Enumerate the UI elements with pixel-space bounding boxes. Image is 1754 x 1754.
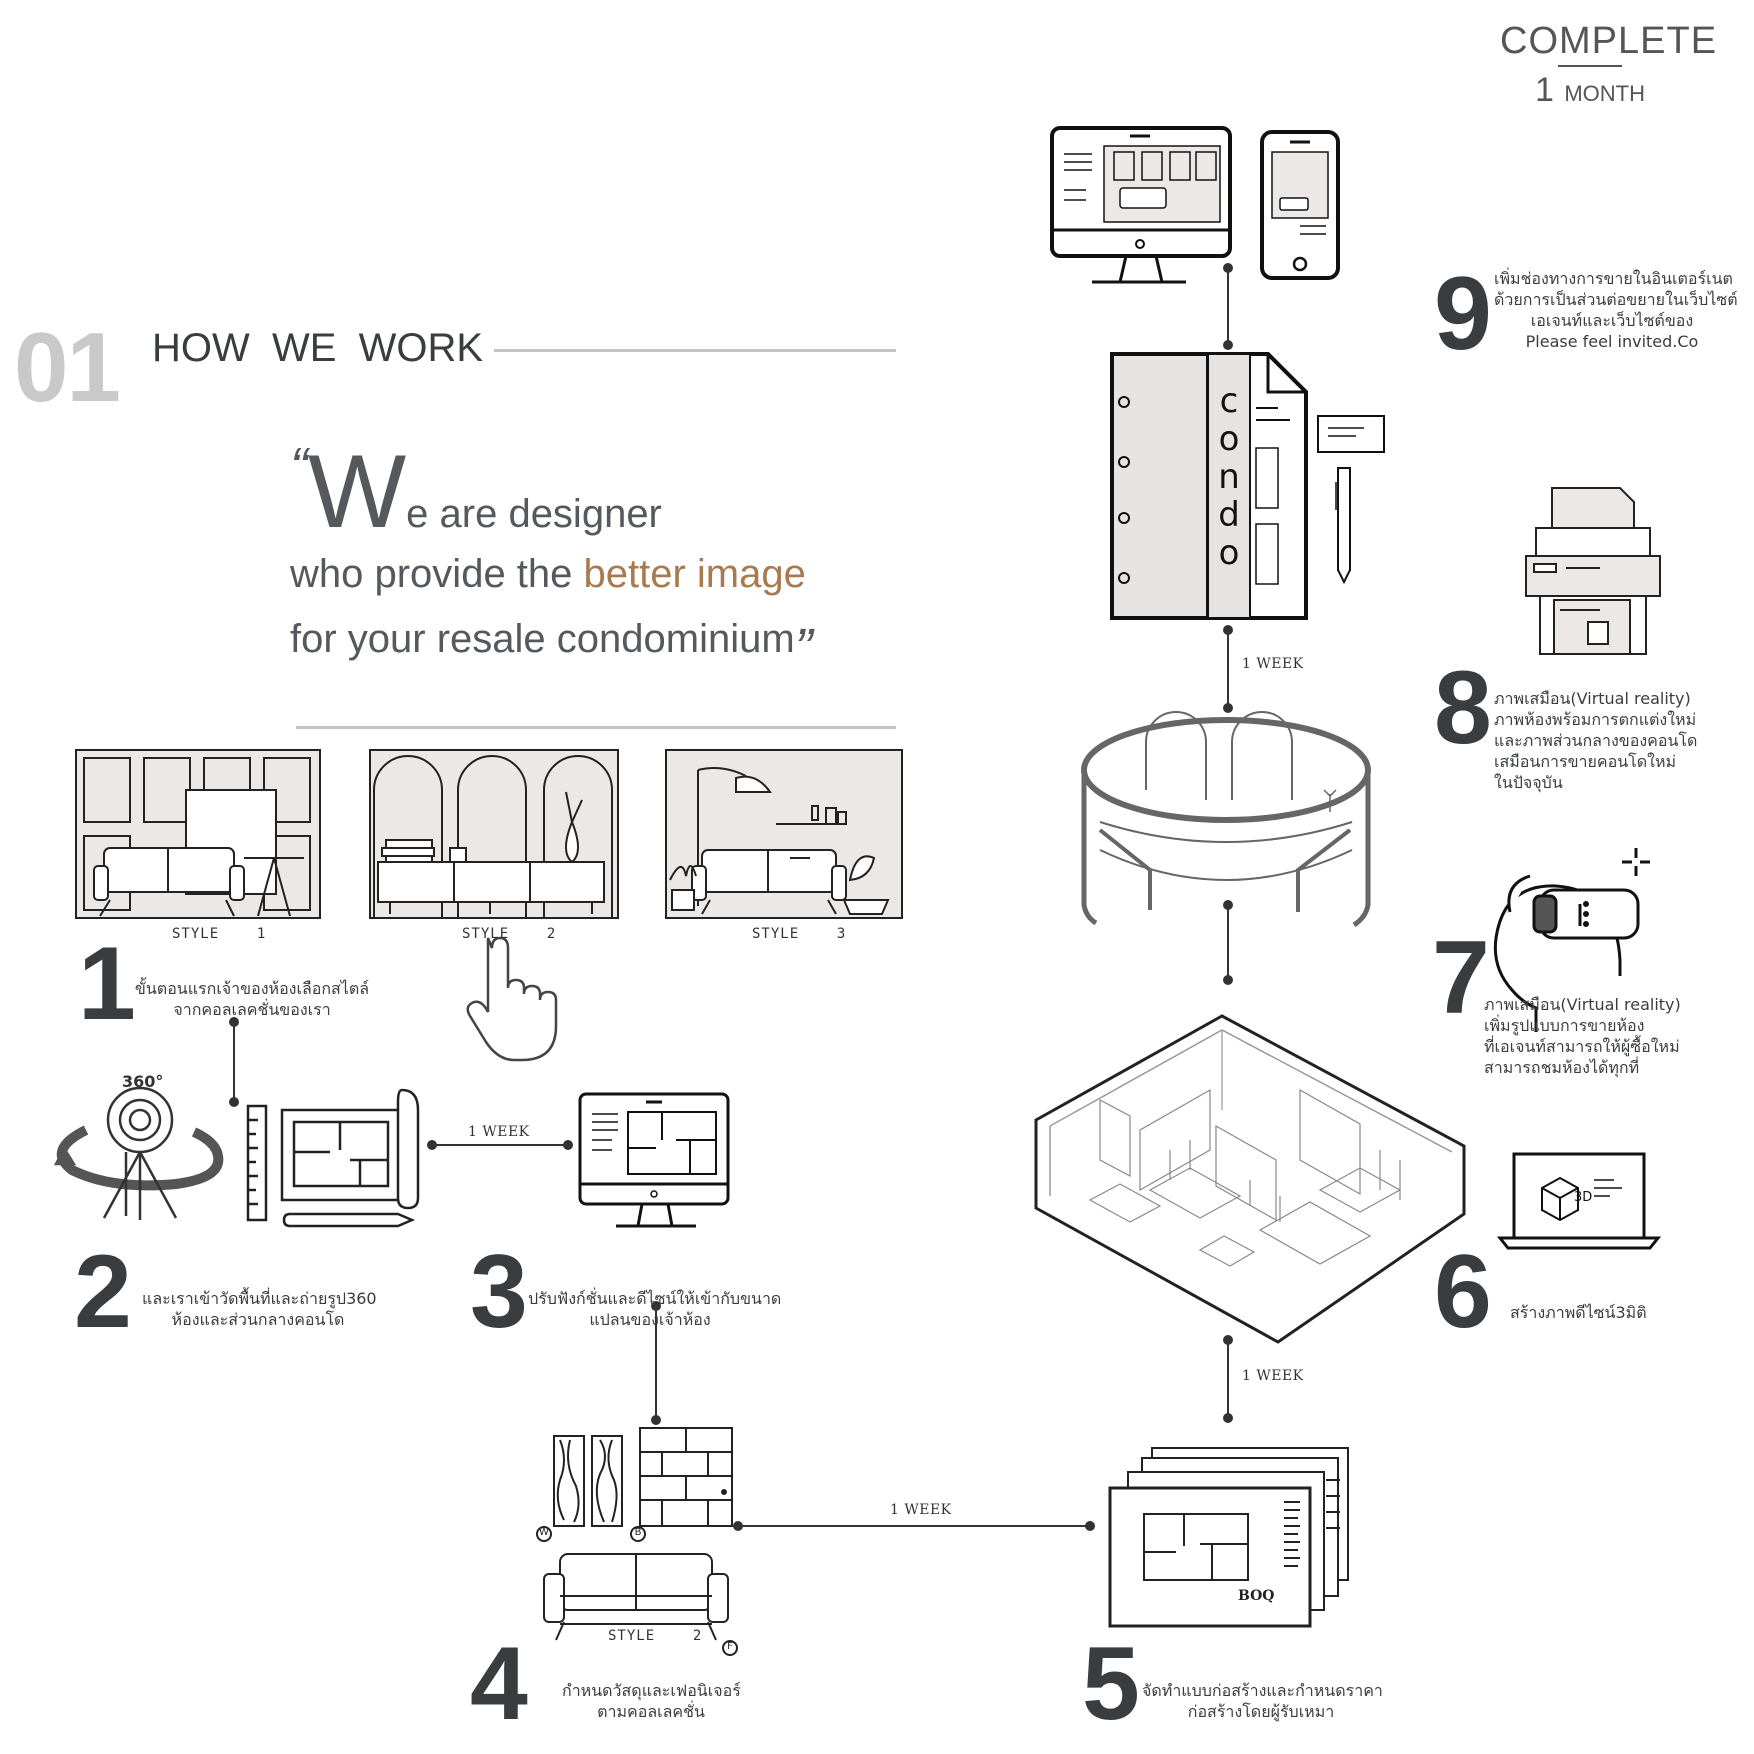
camera-360-label: 360° [122, 1072, 164, 1091]
connector-lines [229, 263, 1233, 1531]
pointing-hand-icon [466, 936, 558, 1062]
week-label: 1 WEEK [468, 1124, 530, 1140]
quote-line3-text: for your resale condominium [290, 617, 795, 661]
step-6-description: สร้างภาพดีไซน์3มิติ [1510, 1302, 1647, 1323]
quote-rule [296, 726, 896, 729]
complete-unit: MONTH [1564, 81, 1646, 106]
week-label: 1 WEEK [1242, 1368, 1304, 1384]
quote-line-2: who provide the better image [290, 552, 813, 597]
step-7-number: 7 [1432, 920, 1490, 1036]
measure-plan-icon [246, 1088, 420, 1228]
step-5-line: จัดทำแบบก่อสร้างและกำหนดราคา [1142, 1681, 1383, 1700]
style-label-3: STYLE 3 [752, 926, 847, 942]
material-f-label: F [727, 1641, 733, 1652]
printer-icon [1525, 487, 1661, 655]
quote-open-mark: “ [290, 437, 308, 497]
step-5-line: ก่อสร้างโดยผู้รับเหมา [1187, 1702, 1335, 1721]
week-label: 1 WEEK [890, 1502, 952, 1518]
condo-folder-text: c o n d o [1216, 382, 1242, 572]
quote-line-1: “We are designer [290, 440, 813, 544]
quote-block: “We are designer who provide the better … [290, 440, 813, 679]
step-3-number: 3 [470, 1234, 528, 1350]
complete-divider [1558, 65, 1622, 67]
step-8-description: ภาพเสมือน(Virtual reality) ภาพห้องพร้อมก… [1494, 688, 1697, 793]
section-title: HOW WE WORK [152, 326, 484, 370]
step-7-line: ภาพเสมือน(Virtual reality) [1484, 995, 1681, 1014]
quote-line1-rest: e are designer [406, 492, 662, 536]
quote-close-mark: ” [794, 618, 813, 678]
step-1-line: ขั้นตอนแรกเจ้าของห้องเลือกสไตล์ [134, 979, 370, 998]
step-1-line: จากคอลเลคชั่นของเรา [173, 1000, 331, 1019]
monitor-plan-icon [578, 1092, 730, 1228]
three-d-label: 3D [1574, 1190, 1593, 1205]
material-b-label: B [634, 1527, 642, 1538]
step-8-line: ในปัจจุบัน [1494, 773, 1563, 792]
camera-360-icon [53, 1086, 224, 1220]
step-4-number: 4 [470, 1626, 528, 1742]
step-9-line: ด้วยการเป็นส่วนต่อขยายในเว็บไซต์ [1494, 290, 1738, 309]
style-3-illustration [665, 749, 903, 919]
step-7-line: เพิ่มรูปแบบการขายห้อง [1484, 1016, 1645, 1035]
boq-stack-icon [1108, 1447, 1349, 1628]
sofa-style-label: STYLE 2 [608, 1628, 703, 1644]
vr-cylinder-illustration [1081, 711, 1371, 928]
step-4-line: กำหนดวัสดุและเฟอนิเจอร์ [562, 1681, 741, 1700]
step-9-line: เพิ่มช่องทางการขายในอินเตอร์เนต [1494, 269, 1733, 288]
style-label-1: STYLE 1 [172, 926, 267, 942]
complete-num: 1 [1534, 71, 1554, 109]
quote-line2-text: who provide the [290, 552, 584, 596]
section-number: 01 [14, 312, 121, 422]
folder-letter: n [1218, 457, 1240, 497]
style-1-illustration [75, 749, 321, 919]
materials-icon [536, 1427, 738, 1656]
boq-label: BOQ [1238, 1588, 1275, 1604]
step-4-line: ตามคอลเลคชั่น [597, 1702, 705, 1721]
step-1-number: 1 [78, 926, 136, 1042]
step-7-line: ที่เอเจนท์สามารถให้ผู้ซื้อใหม่ [1484, 1037, 1680, 1056]
folder-letter: c [1219, 381, 1239, 421]
step-2-number: 2 [74, 1234, 132, 1350]
step-3-line: แปลนของเจ้าห้อง [589, 1310, 711, 1329]
folder-letter: d [1218, 495, 1240, 535]
material-w-label: W [539, 1527, 549, 1538]
step-5-number: 5 [1082, 1626, 1140, 1742]
laptop-3d-icon [1496, 1152, 1662, 1250]
step-9-line: เอเจนท์และเว็บไซต์ของ [1530, 311, 1694, 330]
step-8-line: ภาพเสมือน(Virtual reality) [1494, 689, 1691, 708]
step-2-line: ห้องและส่วนกลางคอนโด [171, 1310, 345, 1329]
step-6-line: สร้างภาพดีไซน์3มิติ [1510, 1303, 1647, 1322]
step-5-description: จัดทำแบบก่อสร้างและกำหนดราคา ก่อสร้างโดย… [1142, 1680, 1383, 1722]
step-4-description: กำหนดวัสดุและเฟอนิเจอร์ ตามคอลเลคชั่น [562, 1680, 741, 1722]
week-label: 1 WEEK [1242, 656, 1304, 672]
folder-letter: o [1218, 533, 1240, 573]
quote-big-letter: W [307, 434, 407, 550]
step-7-line: สามารถชมห้องได้ทุกที่ [1484, 1058, 1640, 1077]
step-8-number: 8 [1434, 650, 1492, 766]
complete-duration: 1 MONTH [1500, 71, 1680, 110]
step-2-line: และเราเข้าวัดพื้นที่และถ่ายรูป360 [142, 1289, 377, 1308]
section-title-rule [494, 349, 896, 352]
style-label-2: STYLE 2 [462, 926, 557, 942]
step-6-number: 6 [1434, 1234, 1492, 1350]
step-7-description: ภาพเสมือน(Virtual reality) เพิ่มรูปแบบกา… [1484, 994, 1681, 1078]
step-1-description: ขั้นตอนแรกเจ้าของห้องเลือกสไตล์ จากคอลเล… [132, 978, 372, 1020]
website-devices-icon [1050, 126, 1340, 284]
condo-folder-icon [1110, 352, 1385, 620]
quote-line-3: for your resale condominium” [290, 617, 813, 679]
vr-headset-icon [1493, 848, 1650, 1032]
quote-highlight: better image [583, 552, 806, 596]
step-9-line: Please feel invited.Co [1525, 332, 1699, 351]
step-8-line: ภาพห้องพร้อมการตกแต่งใหม่ [1494, 710, 1697, 729]
step-2-description: และเราเข้าวัดพื้นที่และถ่ายรูป360 ห้องแล… [142, 1288, 377, 1330]
folder-letter: o [1218, 419, 1240, 459]
isometric-room-illustration [1034, 1014, 1466, 1344]
step-9-description: เพิ่มช่องทางการขายในอินเตอร์เนต ด้วยการเ… [1494, 268, 1738, 352]
step-8-line: เสมือนการขายคอนโดใหม่ [1494, 752, 1677, 771]
step-9-number: 9 [1434, 256, 1492, 372]
step-8-line: และภาพส่วนกลางของคอนโด [1494, 731, 1698, 750]
style-2-illustration [369, 749, 619, 919]
step-3-description: ปรับฟังก์ชั่นและดีไซน์ให้เข้ากับขนาด แปล… [528, 1288, 782, 1330]
step-3-line: ปรับฟังก์ชั่นและดีไซน์ให้เข้ากับขนาด [528, 1289, 782, 1308]
